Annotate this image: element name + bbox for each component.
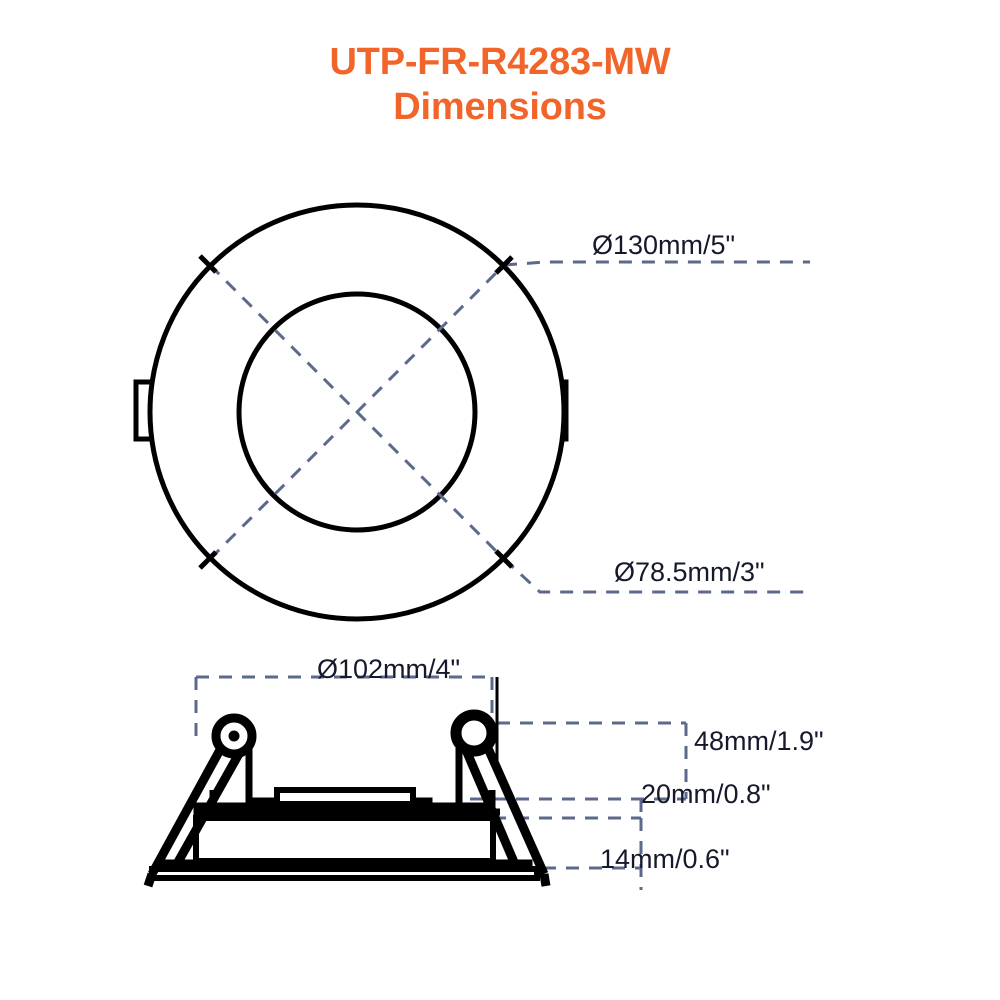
left-clip-arm-outer <box>148 745 225 877</box>
top-view-dimension-leaders <box>208 260 810 594</box>
cutout-diameter-label: Ø102mm/4" <box>317 654 460 684</box>
trim-flange-lip <box>149 866 540 881</box>
fixture-body <box>149 787 540 881</box>
left-clip-arm-inner <box>174 749 244 865</box>
right-clip-bracket <box>446 790 500 816</box>
aperture-diameter-leader-b <box>503 260 810 267</box>
top-view: Ø130mm/5" Ø78.5mm/3" <box>133 202 810 622</box>
right-clip-pivot <box>450 709 498 757</box>
trim-height-label: 14mm/0.6" <box>600 844 730 874</box>
left-clip-pivot-pin <box>228 730 240 742</box>
left-clip-tip <box>143 872 157 888</box>
aperture-diameter-leader <box>208 263 506 561</box>
body-height-label: 20mm/0.8" <box>641 779 771 809</box>
right-clip-tip <box>539 873 551 887</box>
driver-block <box>274 787 416 807</box>
title-part-number: UTP-FR-R4283-MW <box>329 41 671 83</box>
leader-tick-marks <box>198 254 514 570</box>
right-clip-arm-outer <box>482 744 549 876</box>
aperture-diameter-label: Ø78.5mm/3" <box>614 557 765 587</box>
housing-box <box>193 815 496 864</box>
outer-diameter-label: Ø130mm/5" <box>592 230 735 260</box>
outer-diameter-leader-b <box>502 557 810 594</box>
right-spring-clip <box>446 709 551 887</box>
title-subtitle: Dimensions <box>393 85 607 128</box>
left-clip-bracket <box>205 790 262 816</box>
left-spring-clip <box>143 713 262 888</box>
section-view: Ø102mm/4" 48mm/1.9" 20mm/0.8" 14mm/0.6" <box>143 654 824 890</box>
page-title: UTP-FR-R4283-MW Dimensions <box>0 40 1000 130</box>
overall-height-label: 48mm/1.9" <box>694 726 824 756</box>
